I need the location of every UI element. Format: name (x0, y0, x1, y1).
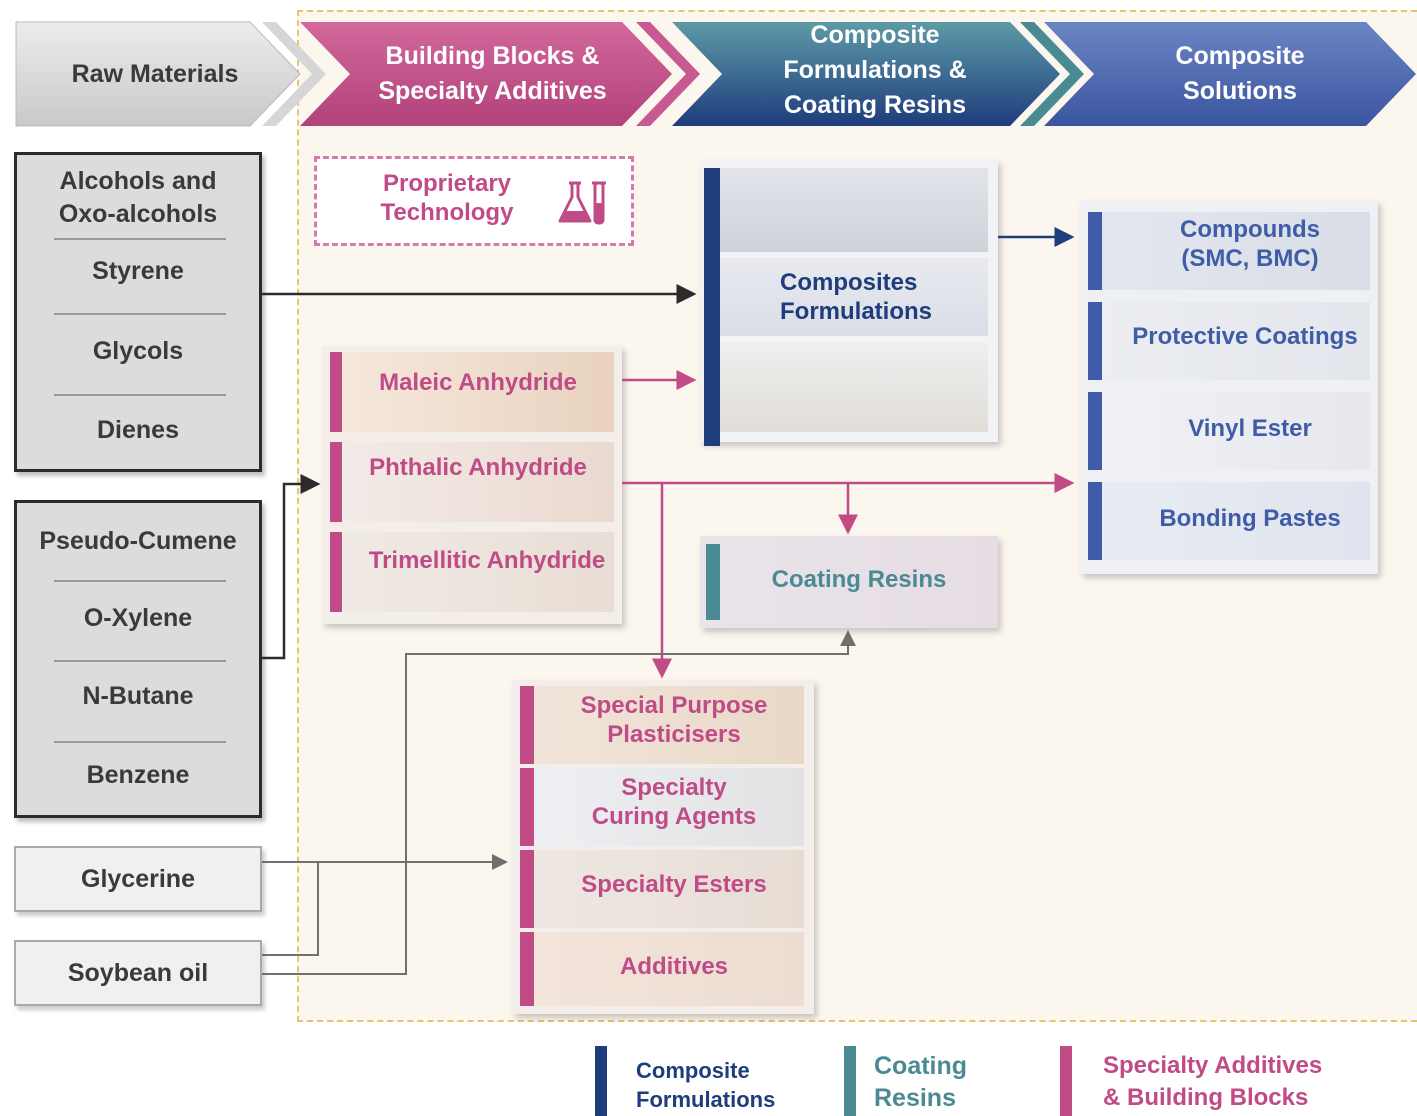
pink-bar (520, 768, 534, 846)
photo-tile (720, 168, 988, 252)
proprietary-technology-box: Proprietary Technology (314, 156, 634, 246)
legend-pink-swatch (1060, 1046, 1072, 1116)
raw-materials-group-2: Pseudo-Cumene O-Xylene N-Butane Benzene (14, 500, 262, 818)
vinyl-ester: Vinyl Ester (1188, 414, 1312, 442)
phthalic-anhydride: Phthalic Anhydride (369, 453, 587, 481)
pink-bar (520, 686, 534, 764)
trimellitic-anhydride: Trimellitic Anhydride (368, 546, 606, 574)
raw-alcohols: Alcohols and Oxo-alcohols (58, 167, 218, 228)
specialty-panel: Special Purpose Plasticisers Specialty C… (512, 680, 814, 1014)
specialty-esters: Specialty Esters (581, 870, 767, 898)
line-soybean-to-specialty (262, 862, 319, 956)
maleic-tile (330, 352, 614, 432)
legend-navy-swatch (595, 1046, 607, 1116)
composite-solutions-panel: Compounds (SMC, BMC) Protective Coatings… (1080, 200, 1378, 574)
chevron-raw-materials (15, 21, 326, 127)
compounds-smc-bmc: Compounds (SMC, BMC) (1180, 216, 1320, 272)
stage-chevrons (15, 21, 1416, 127)
pink-bar (520, 932, 534, 1006)
raw-n-butane: N-Butane (82, 681, 194, 710)
raw-glycerine: Glycerine (14, 846, 262, 912)
divider (54, 394, 226, 396)
compounds-tile (1088, 212, 1370, 290)
legend-coating-resins: Coating Resins (874, 1052, 968, 1112)
raw-materials-group-1: Alcohols and Oxo-alcohols Styrene Glycol… (14, 152, 262, 472)
photo-tile (720, 342, 988, 432)
legend-specialty-additives: Specialty Additives & Building Blocks (1103, 1052, 1323, 1111)
stage-building-blocks: Building Blocks & Specialty Additives (378, 42, 607, 105)
raw-styrene: Styrene (92, 256, 184, 285)
blue-bar (1088, 302, 1102, 380)
proprietary-technology-label: Proprietary Technology (380, 170, 514, 226)
raw-dienes: Dienes (97, 415, 179, 444)
raw-benzene: Benzene (86, 760, 190, 789)
blue-bar (1088, 212, 1102, 290)
composites-formulations-label: Composites Formulations (780, 269, 933, 325)
chevron-composite-solutions (1044, 22, 1416, 126)
pink-bar (330, 532, 342, 612)
coating-resins-label: Coating Resins (771, 565, 947, 593)
stage-composite-solutions: Composite Solutions (1175, 42, 1305, 105)
blue-bar (1088, 392, 1102, 470)
divider (54, 313, 226, 315)
raw-soybean-oil: Soybean oil (14, 940, 262, 1006)
anhydrides-panel: Maleic Anhydride Phthalic Anhydride Trim… (322, 346, 622, 624)
divider (54, 660, 226, 662)
protective-coatings: Protective Coatings (1132, 322, 1358, 350)
photo-tile (720, 258, 988, 336)
pink-bar (330, 442, 342, 522)
trimellitic-tile (330, 532, 614, 612)
navy-bar (704, 168, 720, 446)
blue-bar (1088, 482, 1102, 560)
stage-composite-formulations: Composite Formulations & Coating Resins (783, 20, 967, 119)
raw-glycols: Glycols (92, 336, 184, 365)
protective-tile (1088, 302, 1370, 380)
teal-bar (706, 544, 720, 620)
raw-pseudo-cumene: Pseudo-Cumene (39, 526, 237, 555)
coating-resins-box: Coating Resins (700, 536, 998, 628)
lab-flask-icon (558, 181, 606, 225)
arrow-soybean-to-coating-resins (262, 630, 856, 975)
phthalic-tile (330, 442, 614, 522)
maleic-anhydride: Maleic Anhydride (379, 368, 577, 396)
chevron-composite-formulations (672, 22, 1084, 126)
chevron-building-blocks (300, 22, 700, 126)
divider (54, 238, 226, 240)
raw-o-xylene: O-Xylene (83, 603, 193, 632)
stage-raw-materials: Raw Materials (71, 59, 239, 88)
curing-agents-tile (520, 768, 804, 846)
divider (54, 580, 226, 582)
arrow-raw-to-anhydrides (262, 474, 321, 660)
divider (54, 741, 226, 743)
specialty-curing-agents: Specialty Curing Agents (591, 774, 757, 830)
bonding-tile (1088, 482, 1370, 560)
vinyl-tile (1088, 392, 1370, 470)
bonding-pastes: Bonding Pastes (1159, 504, 1341, 532)
legend-composite-formulations: Composite Formulations (636, 1058, 776, 1112)
plasticisers-tile (520, 686, 804, 764)
composites-formulations-panel: Composites Formulations (700, 160, 998, 446)
esters-tile (520, 850, 804, 928)
pink-bar (330, 352, 342, 432)
legend-teal-swatch (844, 1046, 856, 1116)
pink-bar (520, 850, 534, 928)
additives-tile (520, 932, 804, 1006)
special-purpose-plasticisers: Special Purpose Plasticisers (580, 692, 768, 748)
additives: Additives (619, 952, 729, 980)
